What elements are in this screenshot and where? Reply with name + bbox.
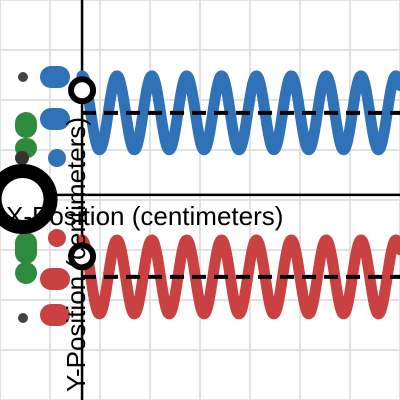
slider-toggle-icon[interactable] (18, 313, 28, 323)
blue-slider-dot[interactable] (48, 149, 66, 167)
slider-controls[interactable] (15, 66, 70, 326)
red-slider-handle[interactable] (40, 304, 70, 326)
green-slider-handle[interactable] (15, 112, 37, 138)
draggable-points[interactable] (0, 76, 97, 271)
red-slider-dot[interactable] (48, 229, 66, 247)
slider-dot[interactable] (15, 151, 29, 165)
slider-toggle-icon[interactable] (18, 72, 28, 82)
point-drag-handle[interactable] (68, 242, 97, 271)
blue-slider-handle[interactable] (40, 66, 70, 88)
red-wave-series (76, 234, 400, 320)
large-drag-handle[interactable] (0, 163, 58, 234)
green-slider-handle[interactable] (15, 262, 37, 284)
green-slider-handle[interactable] (15, 232, 37, 264)
red-slider-handle[interactable] (40, 268, 70, 290)
blue-slider-handle[interactable] (40, 108, 70, 130)
blue-wave-series (76, 70, 400, 156)
y-axis-label: Y-Position (centimeters) (61, 117, 91, 392)
point-drag-handle[interactable] (68, 76, 97, 105)
x-axis-label: X-Position (centimeters) (6, 201, 283, 231)
wave-series (76, 70, 400, 320)
equilibrium-guides (82, 110, 400, 279)
